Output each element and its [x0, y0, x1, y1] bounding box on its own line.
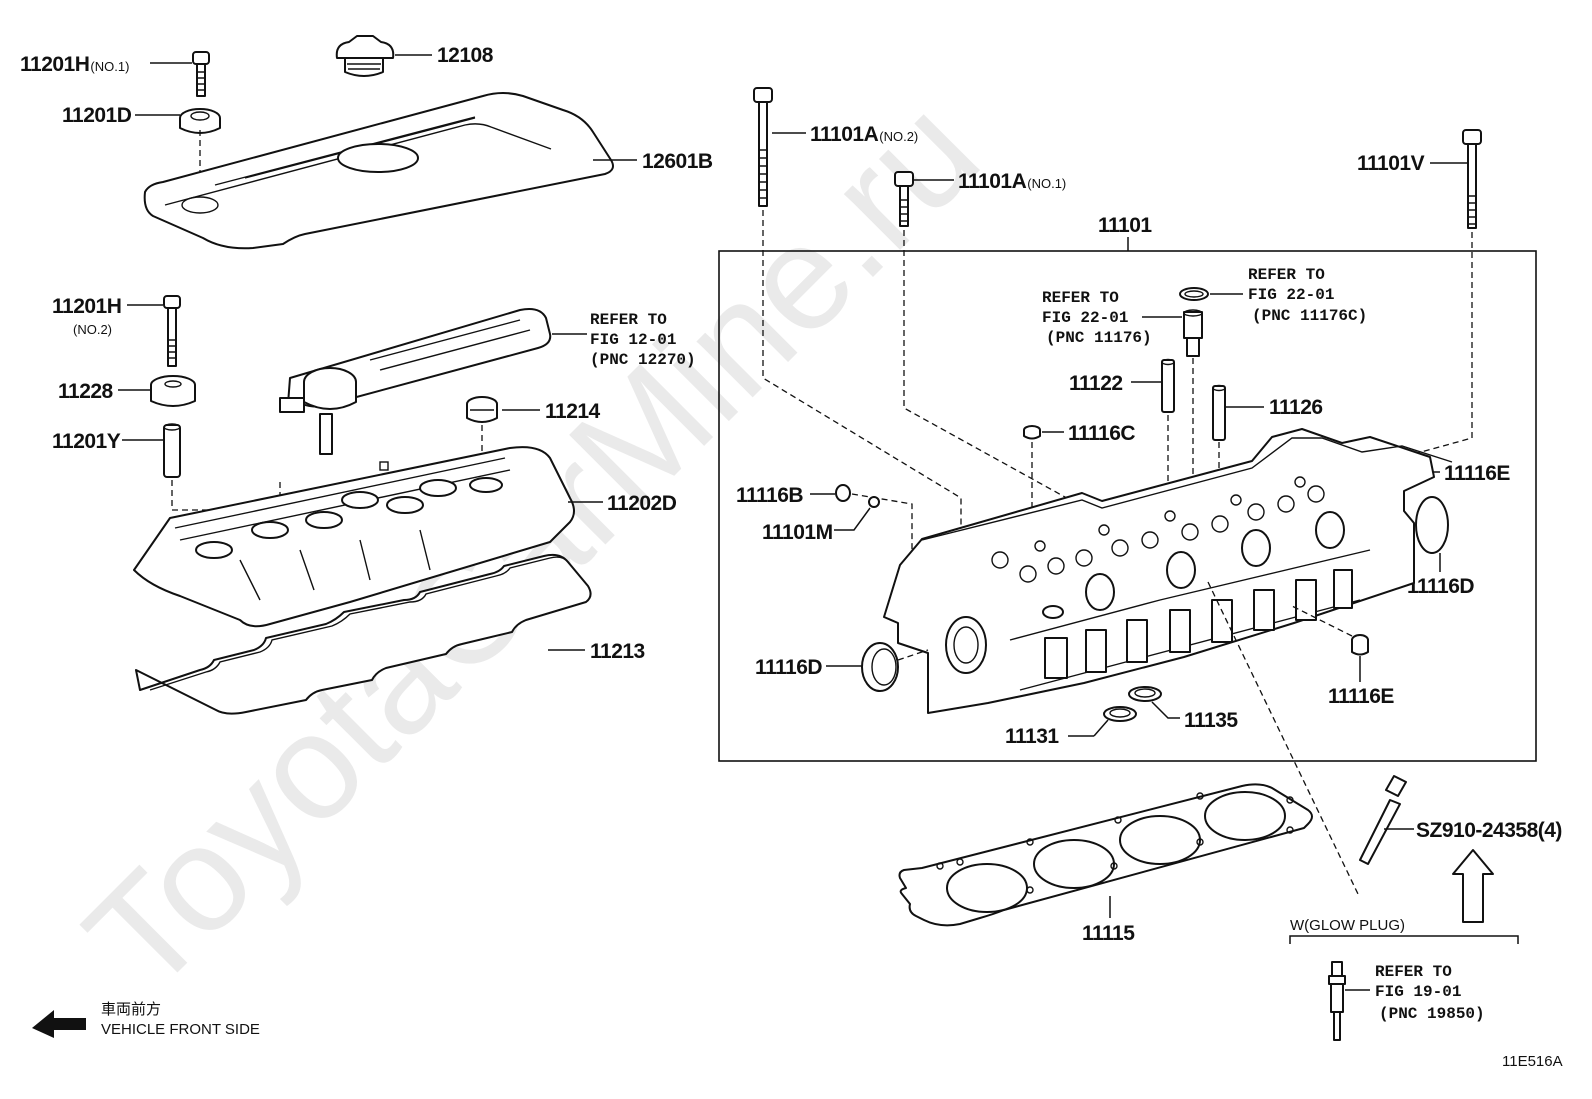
valve-guide-11122[interactable] — [1161, 358, 1175, 413]
label-11213[interactable]: 11213 — [590, 640, 645, 663]
grommet-11228[interactable] — [150, 375, 196, 407]
gasket-11135[interactable] — [1128, 686, 1162, 702]
o-ring-11176c[interactable] — [1179, 287, 1209, 301]
oil-filler-cap-12108[interactable] — [335, 35, 395, 77]
engine-cover-12601b[interactable] — [143, 92, 614, 250]
label-11214[interactable]: 11214 — [545, 400, 601, 423]
label-11122[interactable]: 11122 — [1069, 372, 1123, 395]
glow-plug-sz910[interactable] — [1359, 775, 1407, 865]
label-11201d[interactable]: 11201D — [62, 104, 132, 127]
head-bolt-11101a-no2[interactable] — [753, 87, 773, 207]
front-side-jp: 車両前方 — [101, 1001, 161, 1018]
front-arrow-icon — [32, 1010, 86, 1038]
label-sz910-24358[interactable]: SZ910-24358(4) — [1416, 819, 1562, 842]
ref-fig-12-01[interactable]: REFER TO FIG 12-01 (PNC 12270) — [590, 311, 696, 369]
label-12601b[interactable]: 12601B — [642, 150, 713, 173]
head-gasket-11115[interactable] — [898, 783, 1313, 927]
bolt-11201h-no1[interactable] — [192, 51, 210, 97]
label-11116d-left[interactable]: 11116D — [755, 656, 823, 679]
front-side-en: VEHICLE FRONT SIDE — [101, 1021, 260, 1038]
label-11131[interactable]: 11131 — [1005, 725, 1060, 748]
label-11101a-no1[interactable]: 11101A(NO.1) — [958, 170, 1066, 193]
ref-fig-22-01-11176[interactable]: REFER TO FIG 22-01 (PNC 11176) — [1042, 289, 1152, 347]
pin-11101m[interactable] — [868, 496, 880, 508]
label-12108[interactable]: 12108 — [437, 44, 494, 67]
seal-11116d-left[interactable] — [861, 642, 899, 692]
label-11202d[interactable]: 11202D — [607, 492, 677, 515]
glow-plug-label: W(GLOW PLUG) — [1290, 917, 1405, 934]
gasket-11131[interactable] — [1103, 706, 1137, 722]
glow-plug-19850[interactable] — [1328, 961, 1346, 1041]
valve-guide-11126[interactable] — [1212, 384, 1226, 441]
head-bolt-11101a-no1[interactable] — [894, 171, 914, 227]
label-11116e-top[interactable]: 11116E — [1444, 462, 1511, 485]
collar-11201y[interactable] — [163, 423, 181, 478]
head-cover-gasket-11213[interactable] — [135, 553, 592, 715]
label-11126[interactable]: 11126 — [1269, 396, 1323, 419]
plug-disc-11116d-right[interactable] — [1415, 496, 1449, 554]
label-11116e-bottom[interactable]: 11116E — [1328, 685, 1395, 708]
bolt-11201h-no2[interactable] — [163, 295, 181, 367]
label-11201h-no2[interactable]: 11201H — [52, 295, 122, 318]
injector-sleeve[interactable] — [1183, 309, 1203, 357]
label-11116c[interactable]: 11116C — [1068, 422, 1136, 445]
up-arrow-icon — [1452, 849, 1494, 923]
label-11101[interactable]: 11101 — [1098, 214, 1153, 237]
cylinder-head-11101[interactable] — [883, 428, 1453, 714]
pcv-breather-assembly[interactable] — [279, 308, 552, 455]
ref-fig-22-01-11176c[interactable]: REFER TO FIG 22-01 (PNC 11176C) — [1248, 266, 1367, 325]
label-11101a-no2[interactable]: 11101A(NO.2) — [810, 123, 918, 146]
head-bolt-11101v[interactable] — [1462, 129, 1482, 229]
label-11115[interactable]: 11115 — [1082, 922, 1136, 945]
grommet-11201d[interactable] — [179, 108, 221, 134]
plug-11116b[interactable] — [835, 484, 851, 502]
plug-11116c[interactable] — [1023, 425, 1041, 440]
ref-fig-19-01[interactable]: REFER TO FIG 19-01 (PNC 19850) — [1375, 963, 1485, 1023]
label-11116b[interactable]: 11116B — [736, 484, 804, 507]
glow-plug-bracket — [1289, 935, 1519, 944]
label-11201h-no2-sub: (NO.2) — [73, 322, 112, 337]
label-11101m[interactable]: 11101M — [762, 521, 833, 544]
label-11201y[interactable]: 11201Y — [52, 430, 121, 453]
label-11228[interactable]: 11228 — [58, 380, 114, 403]
plug-11116e-bottom[interactable] — [1351, 634, 1369, 656]
label-11101v[interactable]: 11101V — [1357, 152, 1425, 175]
label-11116d-right[interactable]: 11116D — [1407, 575, 1475, 598]
cylinder-head-cover-11202d[interactable] — [133, 446, 575, 628]
label-11135[interactable]: 11135 — [1184, 709, 1239, 732]
plug-seal-11214[interactable] — [466, 396, 498, 423]
figure-code: 11E516A — [1502, 1053, 1563, 1070]
label-11201h-no1[interactable]: 11201H(NO.1) — [20, 53, 129, 76]
